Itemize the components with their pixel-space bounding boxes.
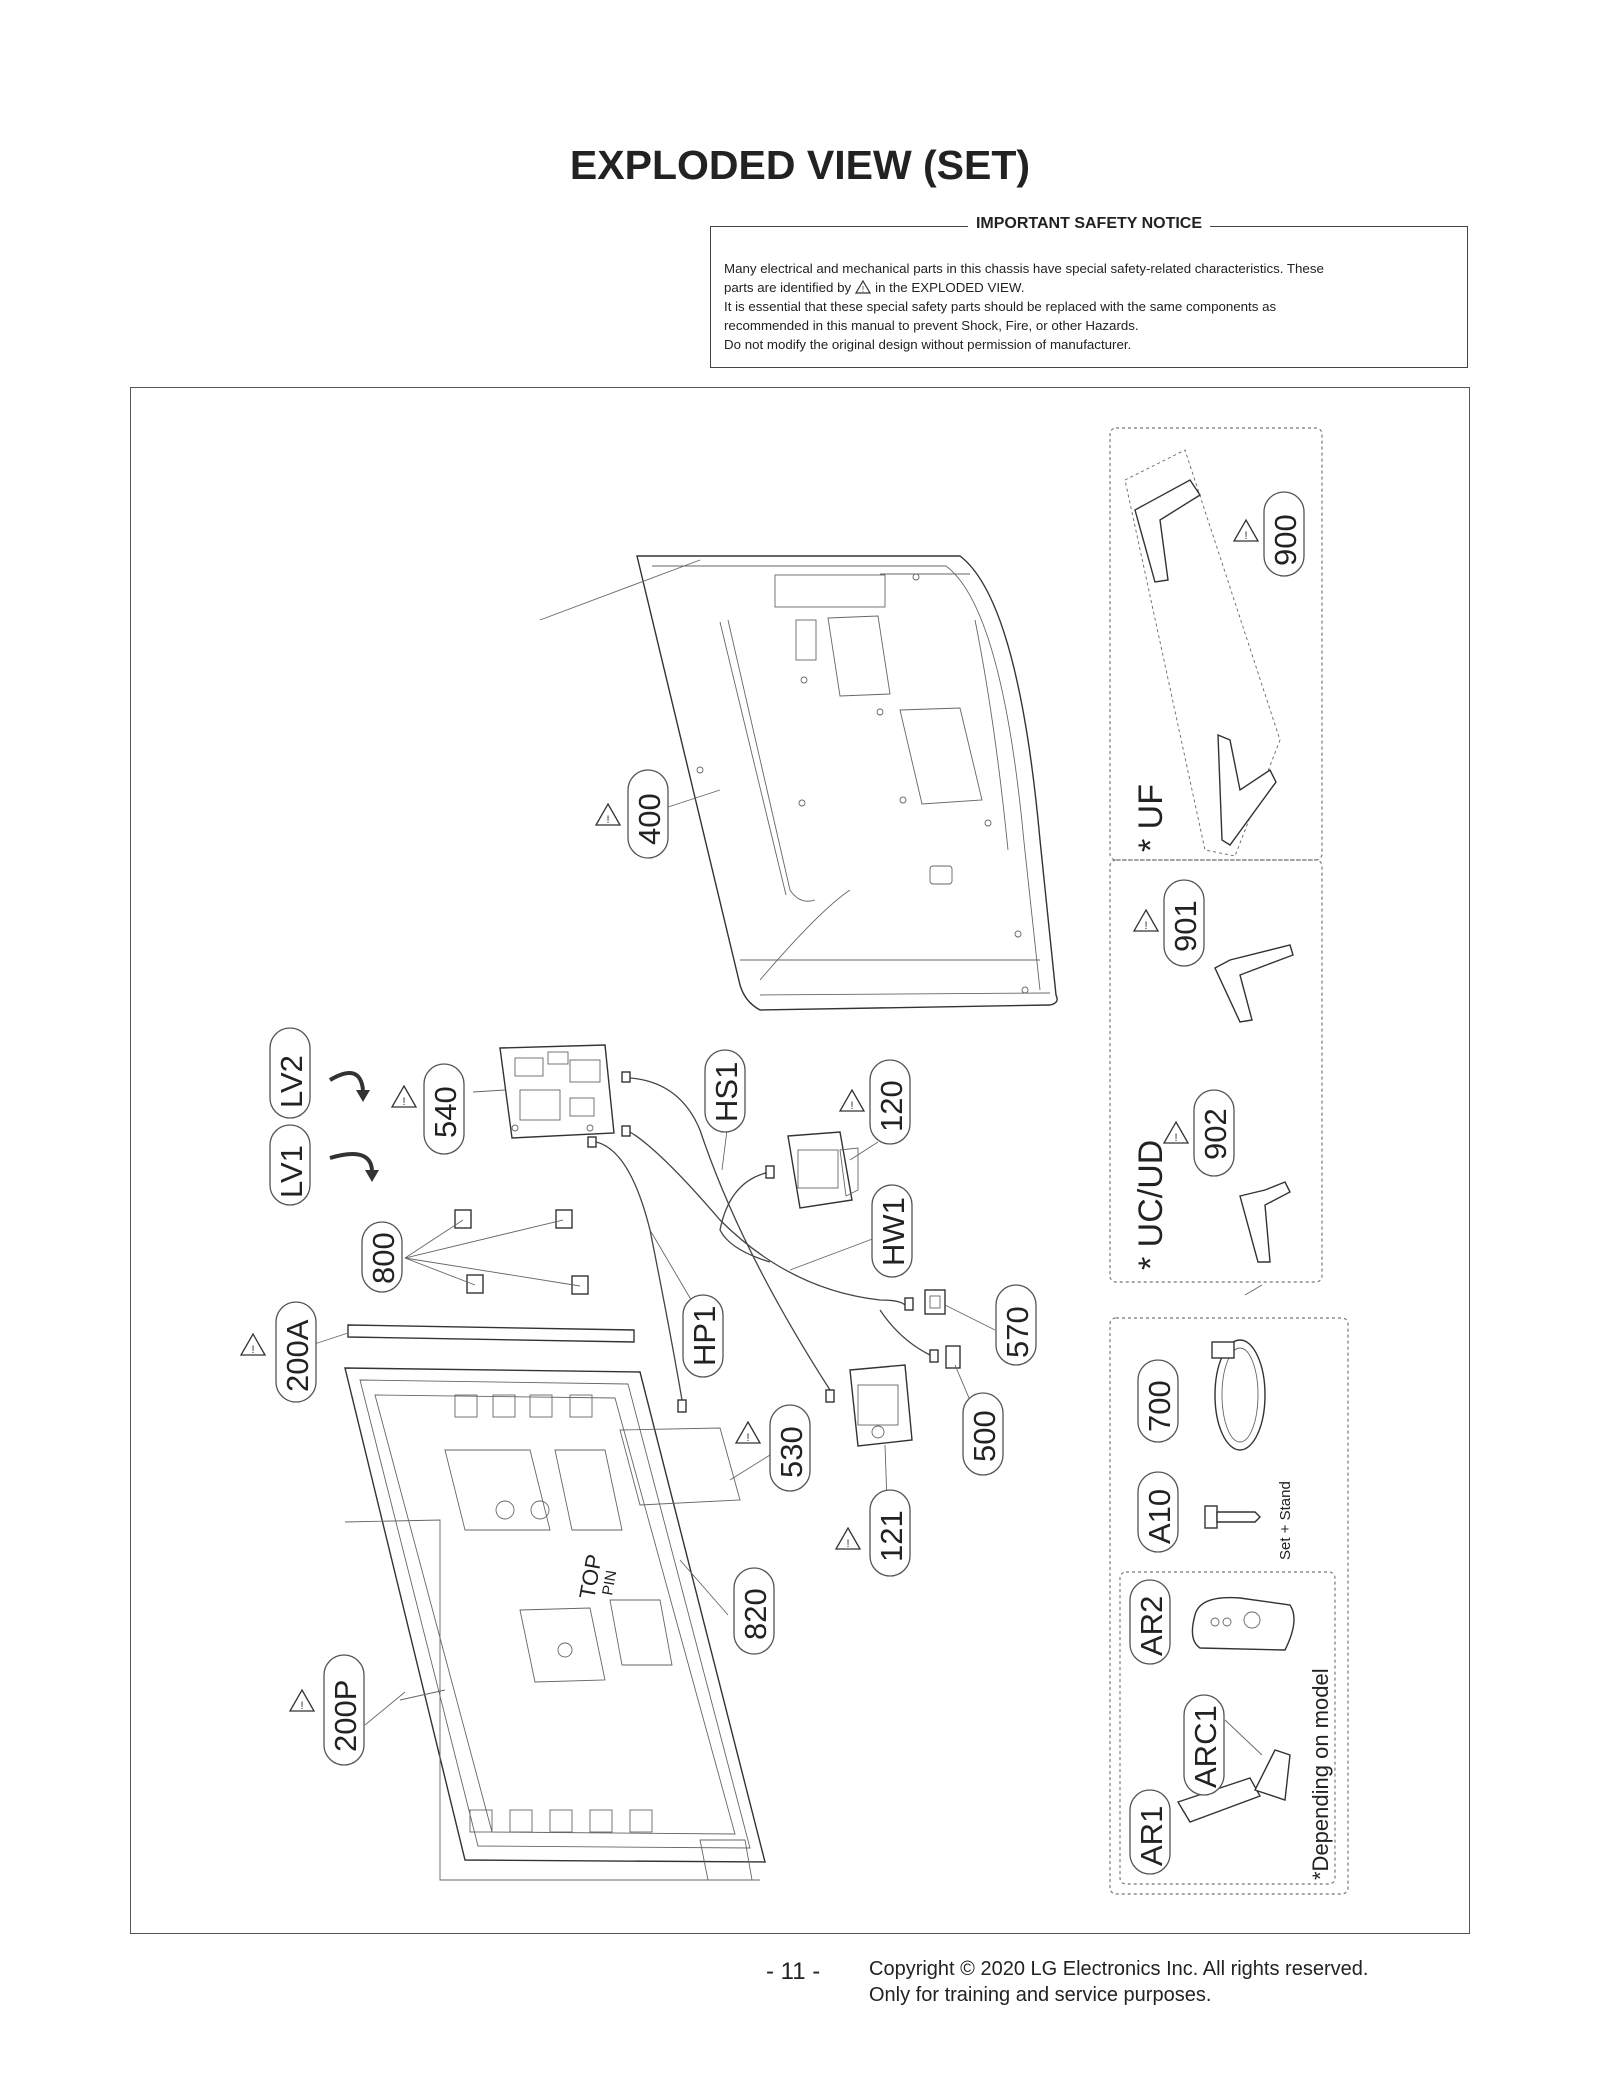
label-200A: 200A: [240, 1301, 317, 1403]
board-570-drawing: [924, 1289, 946, 1315]
svg-text:HS1: HS1: [709, 1062, 744, 1122]
notice-line-1: Many electrical and mechanical parts in …: [724, 261, 1324, 276]
label-500: 500: [962, 1392, 1004, 1476]
page-number: - 11 -: [766, 1958, 821, 1985]
label-570: 570: [995, 1284, 1037, 1366]
svg-text:AR1: AR1: [1134, 1806, 1169, 1866]
speaker-block-121-drawing: [849, 1364, 913, 1447]
label-LV1: LV1: [269, 1124, 311, 1206]
label-AR2: AR2: [1129, 1579, 1171, 1665]
stand-902-drawing: [1239, 1181, 1291, 1263]
svg-text:820: 820: [738, 1588, 773, 1640]
uf-stand-box: [1109, 427, 1323, 861]
svg-text:HP1: HP1: [687, 1306, 722, 1366]
label-200P: 200P: [289, 1654, 365, 1766]
svg-text:400: 400: [632, 793, 667, 845]
notice-line-2-start: parts are identified by: [724, 280, 852, 295]
svg-text:200A: 200A: [280, 1319, 315, 1392]
main-board-drawing: [499, 1044, 615, 1139]
svg-text:LV2: LV2: [274, 1055, 309, 1108]
svg-text:800: 800: [366, 1232, 401, 1284]
svg-text:902: 902: [1198, 1108, 1233, 1160]
label-120: 120: [839, 1059, 911, 1145]
label-HS1: HS1: [704, 1049, 746, 1133]
label-820: 820: [733, 1567, 775, 1655]
uf-variant-label: * UF: [1132, 784, 1170, 852]
label-902: 902: [1163, 1089, 1235, 1177]
warning-triangle-icon: !: [855, 280, 872, 294]
ucud-variant-label: * UC/UD: [1132, 1140, 1170, 1270]
screw-A10-drawing: [1204, 1505, 1261, 1529]
copyright-line-2: Only for training and service purposes.: [869, 1984, 1212, 2006]
notice-line-3: It is essential that these special safet…: [724, 299, 1277, 314]
svg-text:200P: 200P: [328, 1680, 363, 1752]
safety-notice-heading: IMPORTANT SAFETY NOTICE: [967, 215, 1211, 232]
power-block-120-drawing: [787, 1131, 859, 1209]
svg-text:530: 530: [774, 1426, 809, 1478]
svg-text:A10: A10: [1142, 1489, 1177, 1544]
label-AR1: AR1: [1129, 1789, 1171, 1875]
safety-notice-body: Many electrical and mechanical parts in …: [724, 259, 1454, 354]
bar-200A-drawing: [289, 1324, 635, 1353]
svg-text:570: 570: [1000, 1306, 1035, 1358]
svg-text:700: 700: [1142, 1380, 1177, 1432]
label-121: 121: [835, 1489, 911, 1577]
svg-text:AR2: AR2: [1134, 1596, 1169, 1656]
label-LV2: LV2: [269, 1027, 311, 1119]
label-400: 400: [595, 769, 669, 859]
remote-AR1-drawing: [1176, 1777, 1262, 1823]
remote-box: [1119, 1571, 1336, 1885]
panel-pin-marking: PIN: [599, 1569, 620, 1597]
svg-text:LV1: LV1: [274, 1145, 309, 1198]
label-ARC1: ARC1: [1183, 1694, 1225, 1796]
label-530: 530: [735, 1404, 811, 1492]
svg-text:ARC1: ARC1: [1188, 1705, 1223, 1788]
remote-AR2-drawing: [1191, 1596, 1295, 1651]
notice-line-2-end: in the EXPLODED VIEW.: [875, 280, 1025, 295]
lv1-arrow-icon: [329, 1152, 379, 1182]
notice-line-5: Do not modify the original design withou…: [724, 337, 1132, 352]
clips-800-drawing: [404, 1209, 589, 1295]
uf-stand-drawing: [1124, 449, 1281, 857]
accessories-box: [1109, 1317, 1349, 1895]
set-stand-note: Set + Stand: [1277, 1481, 1294, 1560]
label-HP1: HP1: [682, 1294, 724, 1378]
notice-line-2: parts are identified by! in the EXPLODED …: [724, 278, 1454, 297]
label-A10: A10: [1137, 1471, 1179, 1553]
exploded-view-frame: [130, 387, 1470, 1934]
cable-700-drawing: [1211, 1339, 1266, 1451]
svg-text:500: 500: [967, 1410, 1002, 1462]
ucud-stand-box: [1109, 859, 1323, 1283]
leader-lines: [364, 789, 1263, 1726]
label-700: 700: [1137, 1359, 1179, 1443]
safety-notice: IMPORTANT SAFETY NOTICE Many electrical …: [710, 215, 1468, 368]
svg-text:HW1: HW1: [876, 1197, 911, 1266]
label-540: 540: [391, 1063, 465, 1155]
panel-frame-drawing: TOP PIN: [344, 1367, 766, 1881]
svg-text:120: 120: [874, 1080, 909, 1132]
page-title: EXPLODED VIEW (SET): [569, 142, 1031, 188]
label-901: 901: [1133, 879, 1205, 967]
label-800: 800: [361, 1221, 403, 1293]
stand-901-drawing: [1214, 944, 1294, 1023]
label-HW1: HW1: [871, 1184, 913, 1278]
copyright: Copyright © 2020 LG Electronics Inc. All…: [869, 1956, 1368, 2008]
board-500-drawing: [945, 1345, 961, 1369]
svg-text:900: 900: [1268, 514, 1303, 566]
svg-text:!: !: [862, 285, 864, 294]
svg-text:901: 901: [1168, 900, 1203, 952]
svg-text:540: 540: [428, 1086, 463, 1138]
label-900: 900: [1233, 491, 1305, 577]
svg-text:121: 121: [874, 1510, 909, 1562]
remote-ARC1-drawing: [1224, 1719, 1291, 1801]
back-cover-drawing: [539, 555, 1058, 1011]
copyright-line-1: Copyright © 2020 LG Electronics Inc. All…: [869, 1958, 1369, 1980]
lv2-arrow-icon: [328, 1070, 370, 1102]
notice-line-4: recommended in this manual to prevent Sh…: [724, 318, 1139, 333]
depending-on-model-note: *Depending on model: [1308, 1668, 1333, 1880]
cables-drawing: [587, 1071, 939, 1413]
